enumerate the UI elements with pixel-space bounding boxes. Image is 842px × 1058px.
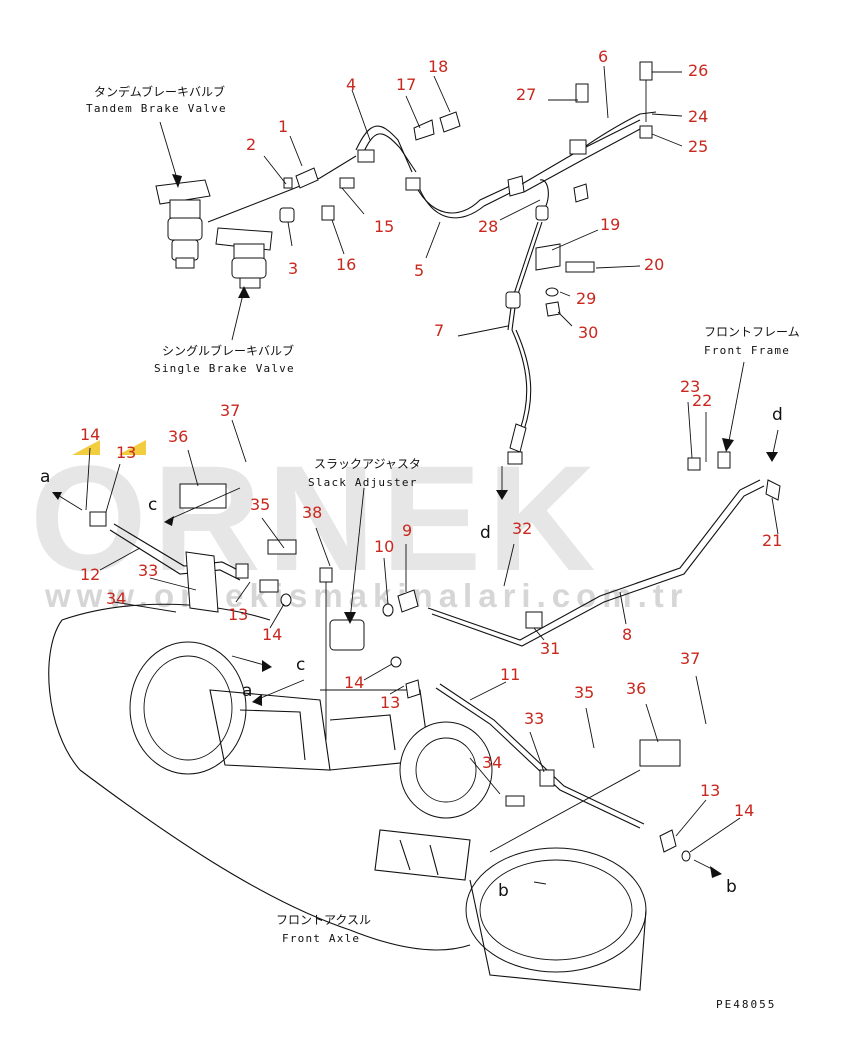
callout-22: 22 [692,391,712,410]
callouts: 1 2 3 4 5 6 7 8 9 10 11 12 13 13 13 13 1… [80,47,782,820]
callout-17: 17 [396,75,416,94]
slack-adjuster-jp: スラックアジャスタ [314,457,421,471]
callout-4: 4 [346,75,356,94]
watermark-accent-left [72,440,100,455]
callout-13-d: 13 [700,781,720,800]
callout-10: 10 [374,537,394,556]
tandem-brake-valve [155,179,211,269]
watermark-accent-right [118,440,146,455]
single-brake-valve-jp: シングルブレーキバルブ [162,343,294,358]
ref-b-right: b [726,877,737,897]
callout-23: 23 [680,377,700,396]
callout-8: 8 [622,625,632,644]
flow-arrows [52,429,779,885]
callout-20: 20 [644,255,664,274]
callout-leaders [85,65,779,853]
callout-13-c: 13 [380,693,400,712]
callout-36-a: 36 [168,427,188,446]
callout-14-d: 14 [734,801,754,820]
connection-refs: a a b b c c d d [40,405,783,901]
callout-32: 32 [512,519,532,538]
single-brake-valve-en: Single Brake Valve [154,362,295,375]
callout-25: 25 [688,137,708,156]
callout-33-a: 33 [138,561,158,580]
callout-37-b: 37 [680,649,700,668]
callout-14-c: 14 [344,673,364,692]
callout-15: 15 [374,217,394,236]
callout-29: 29 [576,289,596,308]
callout-27: 27 [516,85,536,104]
callout-24: 24 [688,107,708,126]
ref-d-center: d [480,523,491,543]
component-names: タンデムブレーキバルブ Tandem Brake Valve シングルブレーキバ… [86,84,800,1011]
ref-b-axle: b [498,881,509,901]
front-axle-jp: フロントアクスル [276,913,371,927]
tandem-brake-valve-en: Tandem Brake Valve [86,102,227,115]
upper-brake-lines [207,61,657,465]
callout-11: 11 [500,665,520,684]
callout-7: 7 [434,321,444,340]
callout-33-b: 33 [524,709,544,728]
callout-31: 31 [540,639,560,658]
callout-34-b: 34 [482,753,502,772]
callout-28: 28 [478,217,498,236]
callout-34-a: 34 [106,589,126,608]
ref-c-left: c [148,495,157,515]
callout-38: 38 [302,503,322,522]
callout-6: 6 [598,47,608,66]
callout-16: 16 [336,255,356,274]
front-axle-en: Front Axle [282,932,360,945]
callout-14-b: 14 [262,625,282,644]
callout-2: 2 [246,135,256,154]
ref-a-axle: a [242,681,252,701]
callout-13-b: 13 [228,605,248,624]
callout-35-a: 35 [250,495,270,514]
tandem-brake-valve-jp: タンデムブレーキバルブ [94,84,225,99]
watermark: ORNEK www.ornekismakinalari.com.tr [30,434,683,614]
callout-21: 21 [762,531,782,550]
callout-35-b: 35 [574,683,594,702]
callout-9: 9 [402,521,412,540]
front-frame-jp: フロントフレーム [704,325,800,339]
watermark-logo: ORNEK [30,434,602,602]
name-leaders [159,121,745,624]
drawing-code: PE48055 [716,998,776,1011]
callout-3: 3 [288,259,298,278]
callout-12: 12 [80,565,100,584]
ref-a-left: a [40,467,50,487]
callout-1: 1 [278,117,288,136]
single-brake-valve [215,227,273,289]
ref-d-right: d [772,405,783,425]
callout-18: 18 [428,57,448,76]
callout-13-a: 13 [116,443,136,462]
lower-brake-lines [89,451,781,862]
callout-26: 26 [688,61,708,80]
callout-5: 5 [414,261,424,280]
ref-c-axle: c [296,655,305,675]
callout-37-a: 37 [220,401,240,420]
callout-19: 19 [600,215,620,234]
callout-30: 30 [578,323,598,342]
callout-36-b: 36 [626,679,646,698]
callout-14-a: 14 [80,425,100,444]
slack-adjuster-en: Slack Adjuster [308,476,418,489]
front-frame-en: Front Frame [704,344,790,357]
front-axle-drawing [48,603,647,991]
